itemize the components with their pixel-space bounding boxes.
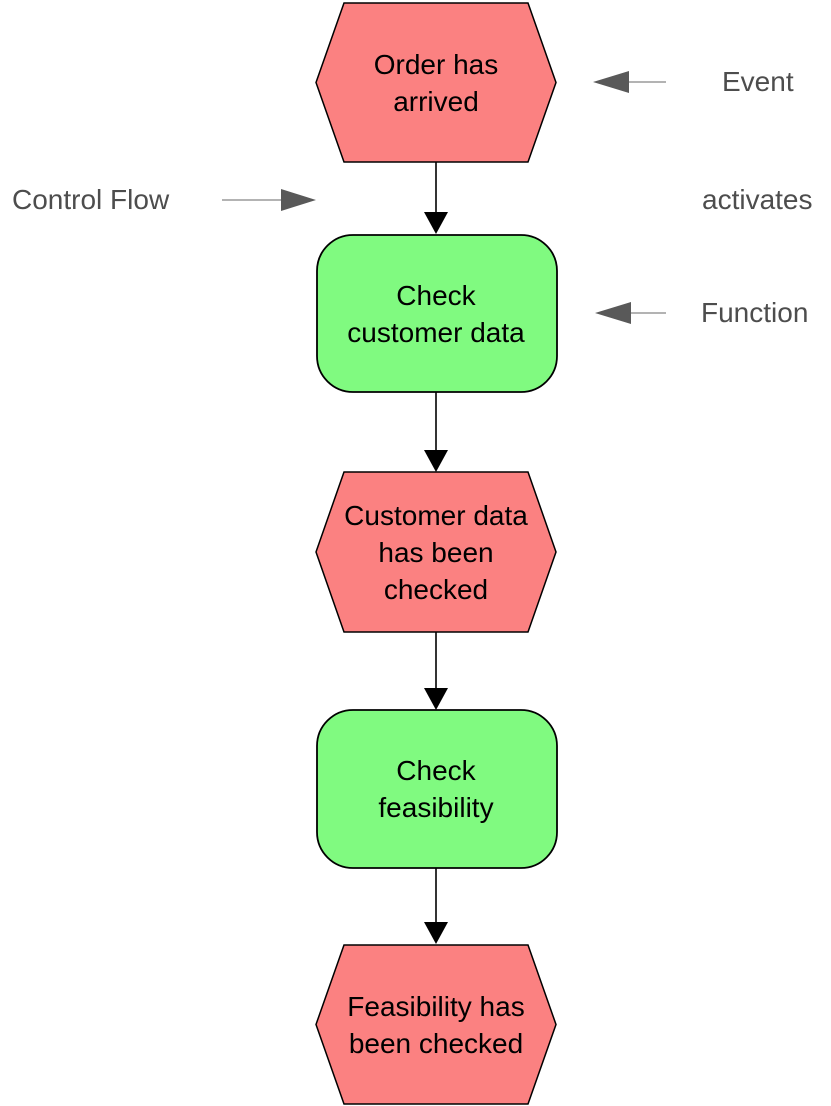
event-node-feasibility-checked <box>315 944 557 1105</box>
flow-arrowhead-3 <box>424 688 448 710</box>
function-node-check-feasibility <box>316 709 558 869</box>
flow-arrowhead-4 <box>424 922 448 944</box>
event-pointer-arrow-icon <box>593 71 666 93</box>
flow-arrowhead-1 <box>424 212 448 234</box>
control-flow-connectors <box>424 162 448 944</box>
control-flow-pointer-arrow-icon <box>222 189 316 211</box>
event-node-customer-data-checked <box>315 471 557 633</box>
legend-label-activates: activates <box>702 184 813 215</box>
function-node-check-customer-data <box>316 234 558 393</box>
function-pointer-arrow-icon <box>595 302 666 324</box>
legend-label-function: Function <box>701 297 809 328</box>
flow-arrowhead-2 <box>424 450 448 472</box>
event-node-order-has-arrived <box>315 2 557 163</box>
legend-label-event: Event <box>722 66 794 97</box>
legend-label-control-flow: Control Flow <box>12 184 170 215</box>
